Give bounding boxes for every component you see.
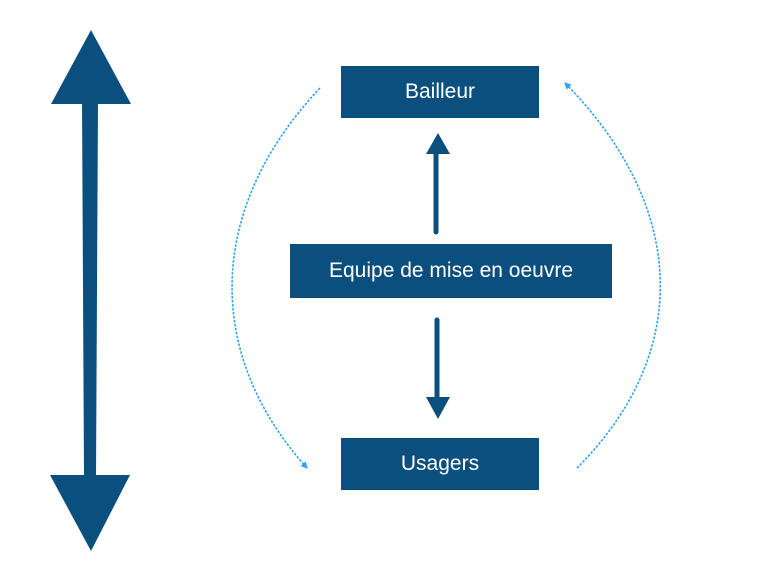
curved-arrow-right — [564, 82, 662, 469]
node-equipe: Equipe de mise en oeuvre — [290, 244, 612, 298]
vertical-double-arrow — [50, 30, 131, 551]
double-arrow-bottom-head — [50, 475, 130, 551]
node-usagers-label: Usagers — [400, 452, 480, 475]
arrow-down-head — [426, 397, 450, 419]
node-usagers: Usagers — [341, 438, 539, 490]
node-equipe-label: Equipe de mise en oeuvre — [329, 259, 573, 282]
node-bailleur: Bailleur — [341, 66, 539, 118]
arrow-equipe-to-usagers — [426, 317, 450, 419]
arrow-equipe-to-bailleur — [426, 133, 450, 235]
node-bailleur-label: Bailleur — [404, 80, 476, 103]
curved-arrow-left — [231, 87, 321, 469]
double-arrow-shaft — [82, 100, 98, 478]
arrow-up-head — [426, 133, 450, 154]
double-arrow-top-head — [51, 30, 131, 104]
